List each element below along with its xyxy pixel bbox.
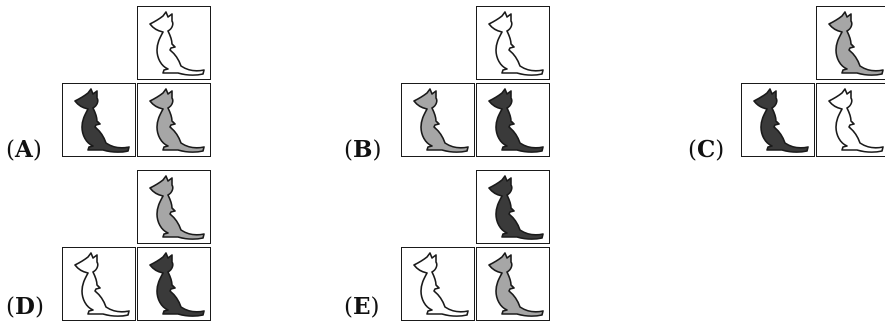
bottom-right-cell	[816, 83, 885, 157]
kangaroo-icon	[828, 88, 884, 153]
kangaroo-shape	[413, 252, 469, 317]
top-cell	[137, 170, 211, 244]
kangaroo-shape	[828, 88, 884, 153]
top-cell	[476, 170, 550, 244]
kangaroo-shape	[753, 88, 809, 153]
kangaroo-icon	[74, 252, 130, 317]
kangaroo-shape	[149, 88, 205, 153]
option-c-label: (C)	[688, 136, 725, 163]
kangaroo-icon	[149, 252, 205, 317]
top-cell	[476, 6, 550, 80]
bottom-right-cell	[137, 247, 211, 321]
option-e-label: (E)	[344, 293, 380, 320]
bottom-left-cell	[741, 83, 815, 157]
kangaroo-shape	[74, 88, 130, 153]
top-cell	[137, 6, 211, 80]
kangaroo-icon	[488, 88, 544, 153]
kangaroo-icon	[149, 175, 205, 240]
kangaroo-shape	[488, 11, 544, 76]
bottom-left-cell	[62, 247, 136, 321]
kangaroo-icon	[828, 11, 884, 76]
kangaroo-shape	[149, 11, 205, 76]
kangaroo-icon	[488, 11, 544, 76]
kangaroo-shape	[413, 88, 469, 153]
kangaroo-shape	[74, 252, 130, 317]
kangaroo-shape	[149, 175, 205, 240]
bottom-left-cell	[62, 83, 136, 157]
kangaroo-icon	[488, 175, 544, 240]
kangaroo-icon	[149, 88, 205, 153]
kangaroo-icon	[488, 252, 544, 317]
kangaroo-shape	[149, 252, 205, 317]
kangaroo-icon	[149, 11, 205, 76]
kangaroo-shape	[488, 88, 544, 153]
kangaroo-icon	[413, 252, 469, 317]
kangaroo-icon	[74, 88, 130, 153]
option-d-label: (D)	[6, 293, 44, 320]
kangaroo-shape	[828, 11, 884, 76]
kangaroo-shape	[488, 252, 544, 317]
bottom-right-cell	[137, 83, 211, 157]
bottom-right-cell	[476, 83, 550, 157]
option-a-label: (A)	[6, 136, 42, 163]
kangaroo-icon	[753, 88, 809, 153]
kangaroo-shape	[488, 175, 544, 240]
bottom-left-cell	[401, 247, 475, 321]
option-b-label: (B)	[344, 136, 382, 163]
bottom-left-cell	[401, 83, 475, 157]
top-cell	[816, 6, 885, 80]
bottom-right-cell	[476, 247, 550, 321]
kangaroo-icon	[413, 88, 469, 153]
